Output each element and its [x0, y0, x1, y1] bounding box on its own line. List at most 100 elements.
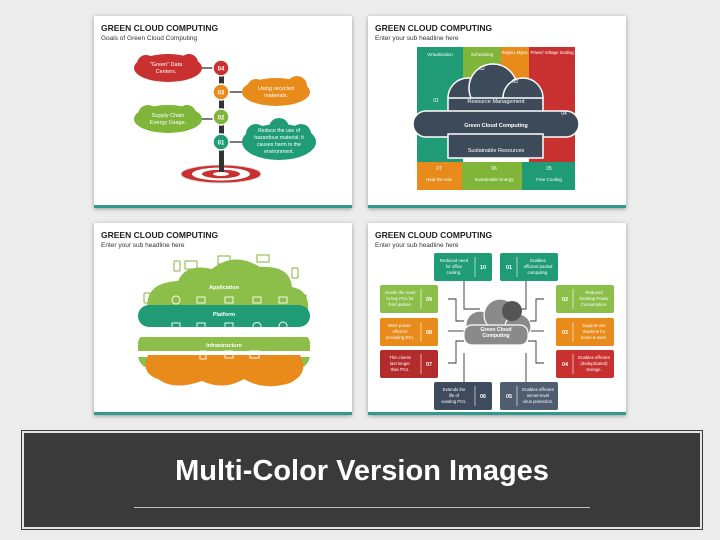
matrix-diagram: Virtualization Scheduling Replica Mgmt. …	[412, 47, 580, 190]
bubble-line: environment.	[264, 149, 294, 155]
benefit-text: Enables	[530, 258, 546, 263]
tile-sustainable	[462, 162, 522, 190]
tile-number: 06	[491, 166, 497, 172]
benefit-text: Consumption.	[581, 302, 608, 307]
benefit-text: home & work.	[581, 335, 607, 340]
benefit-number: 02	[562, 297, 568, 303]
tile-number: 04	[561, 111, 567, 117]
benefit-text: Thin clients	[389, 355, 411, 360]
benefit-text: cooling.	[447, 270, 462, 275]
benefit-text: Enables efficient	[578, 355, 610, 360]
cloud-label: Resource Management	[467, 99, 525, 105]
benefit-box	[500, 382, 558, 410]
bottom-label: Heat Re-Use	[426, 177, 453, 182]
tile-number: 01	[433, 98, 439, 104]
bubble-recycled-materials: Using recycled materials.	[229, 76, 310, 106]
benefit-text: third parties.	[388, 302, 412, 307]
benefit-text: storage.	[586, 367, 602, 372]
number-circle	[212, 133, 230, 151]
tile-cooling	[522, 162, 575, 190]
benefit-number: 10	[480, 265, 486, 271]
cloud-bottom	[447, 133, 544, 159]
platform-icons	[171, 321, 288, 331]
center-cloud	[463, 298, 532, 346]
benefit-text: than PCs.	[391, 367, 410, 372]
center-cloud-shadow	[502, 301, 522, 321]
number-label: 01	[218, 141, 225, 147]
benefit-text: (deduplicated)	[580, 361, 608, 366]
benefit-box	[556, 318, 614, 346]
number-label: 04	[218, 67, 225, 73]
tile-number: 03	[512, 79, 518, 85]
number-label: 02	[218, 116, 225, 122]
slide-title: GREEN CLOUD COMPUTING	[101, 23, 219, 33]
tile-number: 05	[546, 166, 552, 172]
slide-subtitle: Enter your sub headline here	[375, 35, 459, 42]
benefit-text: last longer	[390, 361, 410, 366]
bubble-line: Using recycled	[258, 86, 294, 92]
benefit-box	[380, 318, 438, 346]
slide-matrix[interactable]: GREEN CLOUD COMPUTING Enter your sub hea…	[368, 16, 626, 208]
benefit-box	[556, 285, 614, 313]
bubble-line: Energy Usage.	[150, 120, 187, 126]
number-circle	[212, 83, 230, 101]
slide-accent-bar	[94, 412, 352, 415]
banner-underline	[134, 507, 590, 508]
top-label: Virtualization	[427, 52, 453, 57]
center-label: Green Cloud	[480, 327, 511, 333]
benefit-text: Reduced	[585, 290, 603, 295]
slide-benefits[interactable]: GREEN CLOUD COMPUTING Enter your sub hea…	[368, 223, 626, 415]
benefit-text: machine for	[583, 329, 606, 334]
benefit-text: Extends the	[443, 387, 466, 392]
benefit-text: Support one	[582, 323, 606, 328]
benefit-box	[380, 350, 438, 378]
benefit-number: 06	[480, 394, 486, 400]
target-center	[213, 172, 229, 176]
bubble-line: Centers.	[156, 69, 177, 75]
banner-title: Multi-Color Version Images	[175, 455, 549, 487]
layered-cloud	[138, 259, 310, 387]
infrastructure-icons	[199, 350, 260, 360]
top-label: Power/ Voltage Scaling	[530, 50, 574, 55]
benefit-text: existing PCs.	[441, 399, 466, 404]
bubble-line: hazardous material; it	[254, 135, 304, 141]
benefit-text: life of	[449, 393, 460, 398]
layer-label: Infrastructure	[206, 343, 242, 349]
slide-subtitle: Enter your sub headline here	[101, 242, 185, 249]
benefit-box	[500, 253, 558, 281]
tile-heat	[417, 162, 462, 190]
slide-title: GREEN CLOUD COMPUTING	[101, 230, 219, 240]
number-circle	[212, 59, 230, 77]
application-icons	[171, 295, 288, 305]
benefit-text: for office	[446, 264, 463, 269]
bubble-supply-chain: Supply Chain Energy Usage.	[134, 105, 214, 133]
slide-accent-bar	[368, 412, 626, 415]
bubble-line: materials.	[264, 93, 288, 99]
benefit-text: (including DC).	[386, 335, 414, 340]
tile-number: 02	[479, 66, 485, 72]
cloud-label: Green Cloud Computing	[464, 123, 528, 129]
slide-layers[interactable]: GREEN CLOUD COMPUTING Enter your sub hea…	[94, 223, 352, 415]
bottom-label: Sustainable Energy	[474, 177, 514, 182]
benefit-text: efficient	[393, 329, 409, 334]
number-circle	[212, 108, 230, 126]
slide-accent-bar	[368, 205, 626, 208]
top-label: Replica Mgmt.	[502, 50, 529, 55]
benefit-text: virus protection.	[523, 399, 553, 404]
benefit-number: 08	[426, 330, 432, 336]
slide-goals[interactable]: GREEN CLOUD COMPUTING Goals of Green Clo…	[94, 16, 352, 208]
bubble-line: causes harm to the	[257, 142, 301, 148]
benefit-box	[380, 285, 438, 313]
bubble-green-data-centers: "Green" Data Centers.	[134, 54, 214, 82]
benefit-text: to buy PCs for	[386, 296, 414, 301]
benefit-text: efficient pooled	[524, 264, 553, 269]
layer-label: Application	[209, 285, 240, 291]
benefit-text: Enables efficient	[522, 387, 554, 392]
center-label: Computing	[482, 333, 509, 339]
